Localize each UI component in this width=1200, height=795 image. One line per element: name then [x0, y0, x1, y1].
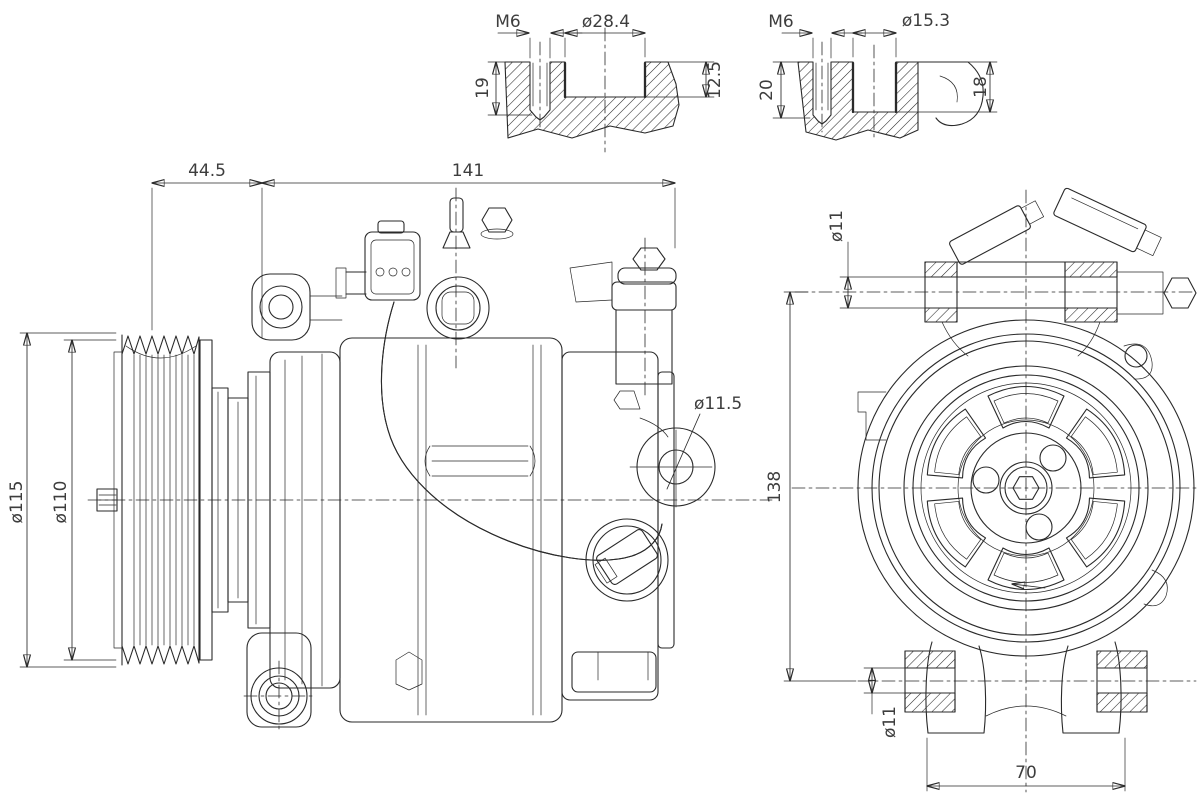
dim-label-445: 44.5	[188, 161, 226, 181]
dim-pulley-diameters: ø115 ø110	[7, 333, 117, 667]
dim-detail-a-depth19: 19	[473, 62, 533, 115]
dim-detail-a-depth125: 12.5	[644, 61, 725, 99]
compressor-body	[269, 337, 675, 723]
dim-ear-bore: ø11.5	[666, 394, 742, 490]
top-fitting	[1053, 187, 1162, 257]
suction-port	[426, 187, 490, 369]
control-valve-connector	[585, 518, 669, 602]
dim-mount-span: 138	[765, 292, 857, 681]
dim-label-bore-a: ø28.4	[582, 12, 630, 32]
rear-fitting	[569, 237, 677, 399]
dim-label-depth19: 19	[473, 77, 493, 99]
shaft-stub	[96, 488, 118, 512]
dim-label-depth20: 20	[757, 79, 777, 101]
rotation-arrow	[1012, 584, 1046, 588]
wire-harness	[380, 301, 663, 561]
dim-label-o110: ø110	[51, 481, 71, 524]
dim-bottom-mount-bore: ø11	[863, 668, 906, 738]
angled-connector	[949, 200, 1045, 265]
dim-detail-b-depth18: 18	[895, 62, 998, 112]
dim-label-thread-b: M6	[768, 12, 793, 32]
dim-detail-b-thread: M6	[768, 12, 863, 59]
dim-detail-b-bore: ø15.3	[853, 11, 950, 58]
front-bottom-lug	[243, 632, 315, 732]
dim-detail-a-bore: ø28.4	[565, 12, 645, 58]
dim-label-70: 70	[1015, 763, 1037, 783]
dim-label-o11-top: ø11	[827, 210, 847, 242]
dim-label-thread-a: M6	[495, 12, 520, 32]
section-detail-b: M6 ø15.3 20 18	[757, 11, 998, 141]
clutch-face	[857, 319, 1195, 657]
compressor-front-view: ø11 138 ø11 70	[765, 187, 1199, 793]
dim-label-141: 141	[452, 161, 484, 181]
side-tabs	[857, 343, 1168, 607]
dim-label-depth125: 12.5	[705, 61, 725, 99]
section-detail-a: M6 ø28.4 19 12.5	[473, 12, 725, 153]
top-mount-bracket	[924, 187, 1197, 357]
dim-side-top: 44.5 141	[152, 161, 675, 339]
dim-label-o115-ear: ø11.5	[694, 394, 742, 414]
dim-label-o115: ø115	[7, 481, 27, 524]
compressor-side-view: 44.5 141 ø115 ø110 ø11.5	[7, 161, 773, 732]
dim-label-depth18: 18	[971, 76, 991, 98]
dim-detail-b-depth20: 20	[757, 62, 811, 118]
dim-label-o11-bottom: ø11	[880, 706, 900, 738]
electrical-connector	[335, 220, 421, 301]
dim-top-mount-bore: ø11	[827, 210, 926, 308]
dim-foot-width: 70	[927, 737, 1125, 792]
front-top-ear	[251, 273, 343, 341]
port-bolt	[480, 207, 514, 240]
rear-bottom-lug	[395, 651, 657, 693]
bottom-feet	[904, 641, 1148, 734]
dim-label-bore-b: ø15.3	[902, 11, 950, 31]
dim-detail-a-thread: M6	[495, 12, 583, 59]
dim-label-138: 138	[765, 471, 785, 503]
